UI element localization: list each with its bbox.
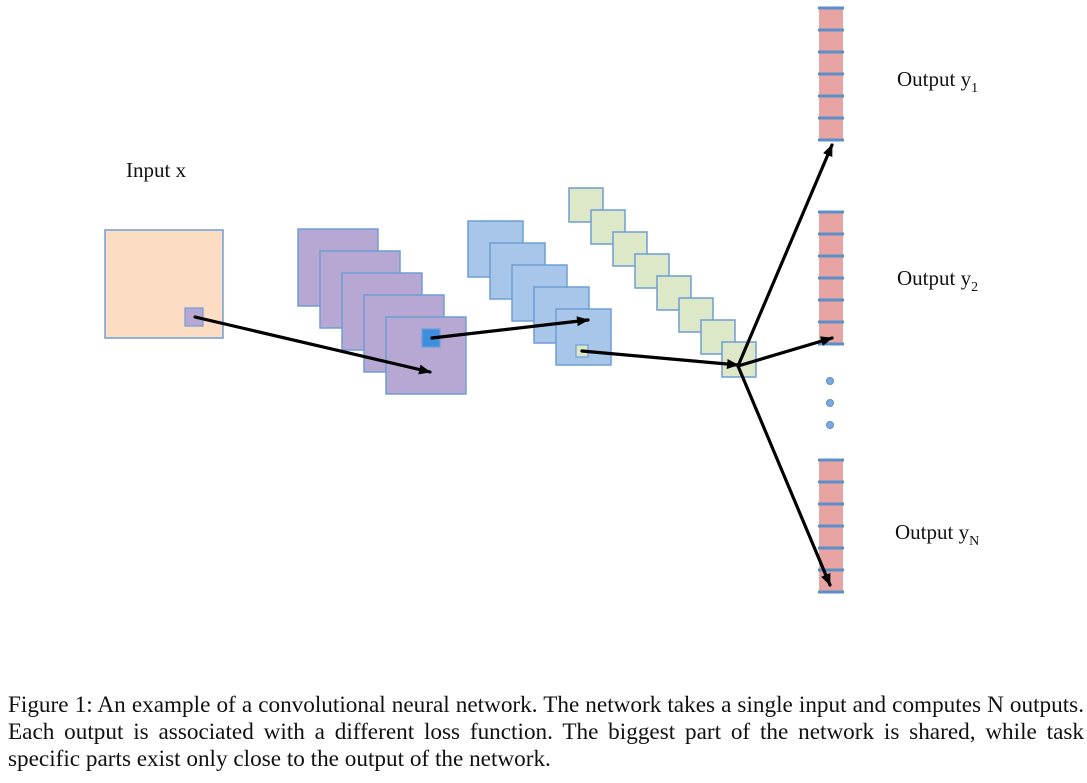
output-cell	[819, 234, 843, 256]
arrows	[193, 143, 834, 587]
arrow-to-output-n	[736, 364, 832, 587]
output-cell	[819, 482, 843, 504]
output-cell	[819, 526, 843, 548]
arrow-conv2-to-conv3	[580, 349, 740, 369]
conv-layer-3	[568, 187, 757, 378]
dot	[826, 421, 834, 429]
output-cell	[819, 460, 843, 482]
output-cell	[819, 74, 843, 96]
arrow-input-to-conv1	[193, 315, 432, 375]
feature-map	[568, 187, 604, 223]
output-cell	[819, 118, 843, 140]
ellipsis-dots	[826, 377, 834, 429]
output-cell	[819, 8, 843, 30]
dot	[826, 377, 834, 385]
output-cell	[819, 96, 843, 118]
conv-layer-2	[467, 220, 612, 366]
output-cell	[819, 256, 843, 278]
output-label-n: Output yN	[895, 520, 979, 549]
output-cell	[819, 570, 843, 592]
output-cell	[819, 212, 843, 234]
output-cell	[819, 504, 843, 526]
output-vectors	[818, 6, 844, 594]
output-cell	[819, 278, 843, 300]
arrow-to-output-1	[736, 143, 834, 368]
conv-layer-1	[297, 228, 467, 395]
output-vector-n	[818, 458, 844, 594]
arrow-conv1-to-conv2	[430, 316, 590, 340]
output-vector-2	[818, 210, 844, 346]
output-cell	[819, 548, 843, 570]
input-layer	[104, 229, 224, 339]
input-label: Input x	[126, 158, 187, 182]
figure-caption: Figure 1: An example of a convolutional …	[8, 692, 1084, 772]
input-square	[104, 229, 224, 339]
output-label-1: Output y1	[897, 67, 978, 96]
output-cell	[819, 300, 843, 322]
dot	[826, 399, 834, 407]
output-cell	[819, 52, 843, 74]
output-label-2: Output y2	[897, 266, 978, 295]
cnn-diagram: Input x	[104, 6, 979, 594]
output-vector-1	[818, 6, 844, 142]
arrow-to-output-2	[736, 336, 834, 368]
output-cell	[819, 30, 843, 52]
